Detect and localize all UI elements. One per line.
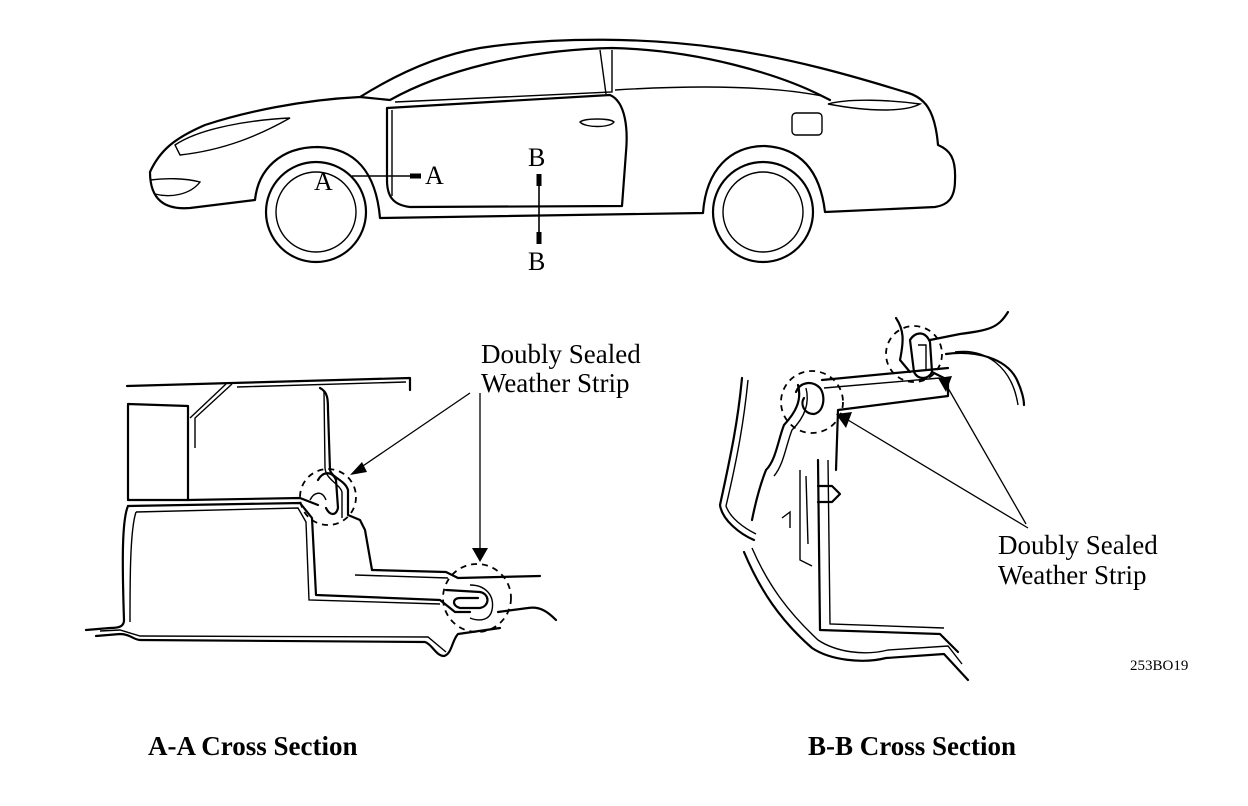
marker-a-left: A xyxy=(314,167,333,196)
bb-callout-line1: Doubly Sealed xyxy=(998,530,1158,560)
marker-a-right: A xyxy=(425,161,444,190)
aa-caption: A-A Cross Section xyxy=(148,731,358,761)
marker-b-top: B xyxy=(528,143,545,172)
aa-callout-line1: Doubly Sealed xyxy=(481,339,641,369)
bb-caption: B-B Cross Section xyxy=(808,731,1016,761)
bb-callout-line2: Weather Strip xyxy=(998,560,1147,590)
aa-cross-section-drawing xyxy=(84,376,558,658)
figure-code: 253BO19 xyxy=(1130,658,1188,674)
aa-callout-line2: Weather Strip xyxy=(481,368,630,398)
bb-cross-section-drawing xyxy=(718,310,1029,682)
car-side-view: A A B B xyxy=(148,38,957,276)
marker-b-bottom: B xyxy=(528,247,545,276)
